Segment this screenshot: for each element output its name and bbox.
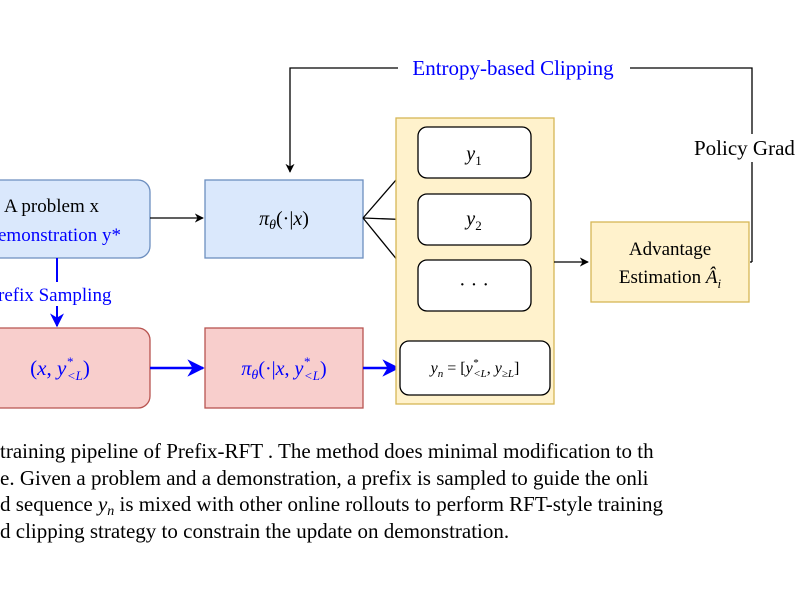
rollout-dots-box <box>417 259 532 312</box>
caption-line-2: e. Given a problem and a demonstration, … <box>0 465 649 490</box>
mixed-rollout-label: yn = [y*<L, y≥L] <box>429 357 520 380</box>
pipeline-diagram: Entropy-based Clipping Policy Grad A pro… <box>0 56 800 409</box>
rollout-y2-box <box>417 193 532 246</box>
caption-line-1: training pipeline of Prefix-RFT . The me… <box>0 439 654 463</box>
prefix-policy-box <box>204 327 364 409</box>
caption-line-3-start: d sequence <box>0 492 98 516</box>
estimation-label: Estimation Âi <box>619 266 722 291</box>
caption-var-y: y <box>97 492 108 516</box>
policy-gradient-label-bg <box>690 134 800 162</box>
rollout-dots-label: · · · <box>459 274 489 296</box>
advantage-label: Advantage <box>629 239 711 260</box>
caption-var-sub: n <box>107 504 115 519</box>
caption-line-4: d clipping strategy to constrain the upd… <box>0 518 510 543</box>
figure-caption: training pipeline of Prefix-RFT . The me… <box>0 438 800 544</box>
rollout-y1-box <box>417 126 532 179</box>
entropy-clipping-loop-line <box>630 67 753 262</box>
entropy-clipping-arrow <box>285 67 398 173</box>
caption-line-3-end: is mixed with other online rollouts to p… <box>114 492 663 516</box>
policy-box <box>204 179 364 259</box>
policy-gradient-label: Policy Grad <box>694 136 795 160</box>
advantage-box <box>590 221 750 303</box>
caption-line-3: d sequence yn is mixed with other online… <box>0 491 800 519</box>
policy-label: πθ(·|x) <box>259 208 309 233</box>
demonstration-label: emonstration y* <box>0 225 121 246</box>
prefix-sampling-label: refix Sampling <box>0 285 112 306</box>
problem-label: A problem x <box>4 196 99 217</box>
entropy-clipping-label: Entropy-based Clipping <box>412 56 614 80</box>
mixed-rollout-box <box>399 340 551 396</box>
problem-box <box>0 179 151 259</box>
